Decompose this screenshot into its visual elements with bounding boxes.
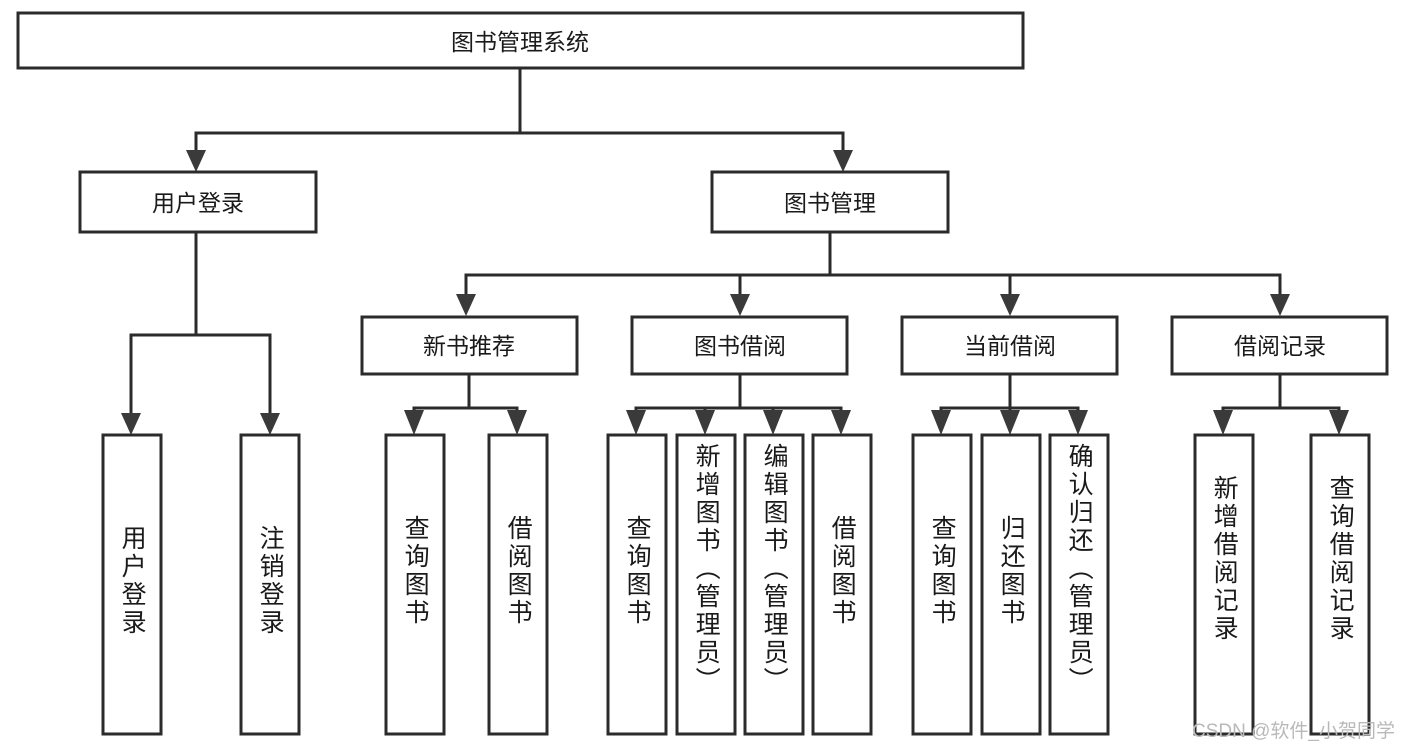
node-root-label: 图书管理系统 xyxy=(451,29,589,55)
arrow-head-icon xyxy=(931,410,951,435)
node-user-login[interactable]: 用户登录 xyxy=(78,170,318,234)
node-leaf-add-record-box[interactable] xyxy=(1193,433,1255,736)
node-leaf-add-book-box[interactable] xyxy=(675,433,737,736)
node-book-borrow[interactable]: 图书借阅 xyxy=(630,315,849,376)
node-leaf-confirm-return-box[interactable] xyxy=(1048,433,1110,736)
node-user-login-label: 用户登录 xyxy=(152,190,244,216)
node-leaf-return-book-box[interactable] xyxy=(980,433,1042,736)
node-new-book-rec-box[interactable] xyxy=(360,315,579,376)
arrow-head-icon xyxy=(1000,294,1020,316)
arrow-head-icon xyxy=(626,410,646,435)
node-book-borrow-box[interactable] xyxy=(630,315,849,376)
node-root-box[interactable] xyxy=(16,11,1025,70)
arrow-head-icon xyxy=(1000,410,1020,435)
watermark-text: CSDN @软件_小贺同学 xyxy=(1192,721,1395,742)
arrow-head-icon xyxy=(507,410,527,435)
arrow-head-icon xyxy=(1213,410,1233,435)
arrow-head-icon xyxy=(1329,410,1349,435)
arrow-head-icon xyxy=(730,294,750,316)
node-leaf-query-record-box[interactable] xyxy=(1309,433,1371,736)
node-book-manage[interactable]: 图书管理 xyxy=(710,170,950,234)
node-root[interactable]: 图书管理系统 xyxy=(16,11,1025,70)
node-leaf-query-book-borrow-box[interactable] xyxy=(606,433,668,736)
node-leaf-logout-box[interactable] xyxy=(239,433,301,736)
arrow-head-icon xyxy=(456,294,476,316)
arrow-head-icon xyxy=(833,150,853,172)
node-new-book-rec-label: 新书推荐 xyxy=(423,333,515,359)
node-leaf-borrow-book-box[interactable] xyxy=(811,433,873,736)
node-current-borrow-box[interactable] xyxy=(900,315,1119,376)
node-current-borrow-label: 当前借阅 xyxy=(964,333,1056,359)
node-borrow-record-label: 借阅记录 xyxy=(1234,333,1326,359)
arrow-head-icon xyxy=(695,410,715,435)
node-leaf-query-book-cur-box[interactable] xyxy=(911,433,973,736)
node-leaf-edit-book-box[interactable] xyxy=(743,433,805,736)
arrow-head-icon xyxy=(260,413,280,435)
connector-layer xyxy=(121,66,1349,435)
node-user-login-box[interactable] xyxy=(78,170,318,234)
node-book-borrow-label: 图书借阅 xyxy=(694,333,786,359)
node-leaf-borrow-book-rec-box[interactable] xyxy=(487,433,549,736)
node-leaf-query-book-rec-box[interactable] xyxy=(384,433,446,736)
arrow-head-icon xyxy=(404,410,424,435)
arrow-head-icon xyxy=(186,150,206,172)
node-borrow-record-box[interactable] xyxy=(1170,315,1389,376)
node-borrow-record[interactable]: 借阅记录 xyxy=(1170,315,1389,376)
arrow-head-icon xyxy=(1068,410,1088,435)
arrow-head-icon xyxy=(1270,294,1290,316)
node-leaf-user-login-box[interactable] xyxy=(101,433,163,736)
node-book-manage-label: 图书管理 xyxy=(784,190,876,216)
arrow-head-icon xyxy=(831,410,851,435)
node-current-borrow[interactable]: 当前借阅 xyxy=(900,315,1119,376)
arrow-head-icon xyxy=(763,410,783,435)
arrow-head-icon xyxy=(121,413,141,435)
node-new-book-rec[interactable]: 新书推荐 xyxy=(360,315,579,376)
node-book-manage-box[interactable] xyxy=(710,170,950,234)
